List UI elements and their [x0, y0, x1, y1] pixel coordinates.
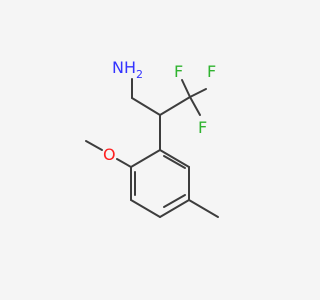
bond-ring-ch3 — [188, 199, 219, 218]
fluorine-top-label: F — [174, 62, 183, 81]
bond-o-ch3 — [85, 140, 103, 151]
ring-bond-4 — [130, 199, 161, 218]
background — [0, 0, 300, 300]
ring-inner-bond-2 — [163, 194, 186, 208]
amine-label: NH2 — [112, 58, 143, 81]
bond-ch-cf3 — [159, 96, 191, 116]
bond-cf3-f-top — [181, 79, 191, 98]
ring-bond-6 — [130, 149, 161, 168]
bond-cf3-f-right — [189, 88, 207, 98]
oxygen-label: O — [103, 145, 116, 164]
bond-ring-o — [116, 158, 132, 168]
fluorine-right-label: F — [207, 62, 216, 81]
ring-inner-bond-1 — [163, 155, 186, 169]
bond-ch2-ch — [131, 97, 161, 116]
bond-cf3-f-lower — [189, 96, 201, 116]
ring-bond-3 — [159, 199, 190, 218]
ring-bond-1 — [159, 149, 190, 168]
molecule-structure: NH2 F F F O — [0, 0, 300, 300]
fluorine-lower-label: F — [198, 118, 207, 137]
